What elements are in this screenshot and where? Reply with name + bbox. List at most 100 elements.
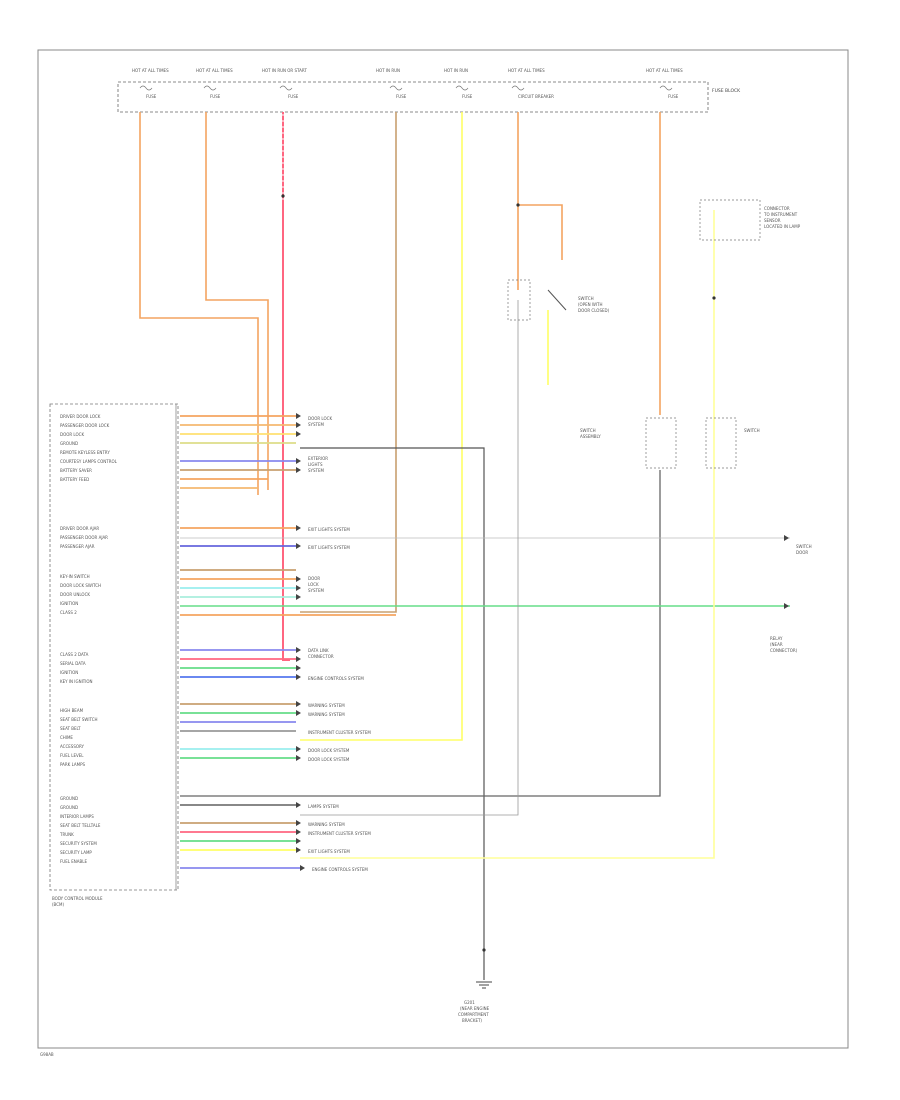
switch-label: DOOR CLOSED) bbox=[578, 308, 610, 313]
component-label: SWITCH bbox=[796, 544, 812, 549]
arrowhead bbox=[296, 701, 301, 707]
fuse-symbol bbox=[203, 85, 217, 91]
fuse-label: FUSE bbox=[668, 94, 679, 99]
arrowhead bbox=[296, 656, 301, 662]
switch-label: ASSEMBLY bbox=[580, 434, 601, 439]
component-label: RELAY bbox=[770, 636, 783, 641]
ground-label: (NEAR ENGINE bbox=[460, 1006, 490, 1011]
arrowhead bbox=[296, 802, 301, 808]
destination-label: INSTRUMENT CLUSTER SYSTEM bbox=[308, 831, 371, 836]
fuse-label: FUSE bbox=[462, 94, 473, 99]
arrowhead bbox=[296, 525, 301, 531]
pin-label: COURTESY LAMPS CONTROL bbox=[60, 459, 118, 464]
arrowhead bbox=[296, 665, 301, 671]
arrowhead bbox=[296, 576, 301, 582]
switch-box bbox=[705, 417, 737, 469]
destination-label: WARNING SYSTEM bbox=[308, 712, 345, 717]
destination-label: EXIT LIGHTS SYSTEM bbox=[308, 849, 350, 854]
wire-orange-2 bbox=[205, 112, 269, 490]
wire-black-to-ground bbox=[300, 447, 485, 980]
destination-label: LIGHTS bbox=[308, 462, 323, 467]
pin-label: REMOTE KEYLESS ENTRY bbox=[60, 450, 110, 455]
fuse-header: HOT AT ALL TIMES bbox=[646, 68, 683, 73]
destination-label: DOOR LOCK bbox=[308, 416, 332, 421]
diagram-frame bbox=[37, 49, 849, 1049]
splice-dot bbox=[712, 296, 716, 300]
pin-label: SEAT BELT bbox=[60, 726, 81, 731]
pin-label: IGNITION bbox=[60, 601, 78, 606]
fuse-symbol bbox=[455, 85, 469, 91]
ground-label: G201 bbox=[464, 1000, 475, 1005]
fuse-label: FUSE bbox=[210, 94, 221, 99]
arrowhead bbox=[784, 603, 789, 609]
destination-label: SYSTEM bbox=[308, 468, 324, 473]
pin-label: DOOR UNLOCK bbox=[60, 592, 90, 597]
wire-yellow-right bbox=[300, 300, 715, 859]
destination-label: LOCK bbox=[308, 582, 319, 587]
arrowhead bbox=[296, 755, 301, 761]
pin-label: BATTERY SAVER bbox=[60, 468, 92, 473]
assembly-label: LOCATED IN LAMP bbox=[764, 224, 801, 229]
destination-label: EXTERIOR bbox=[308, 456, 328, 461]
arrowhead bbox=[296, 467, 301, 473]
pin-label: DRIVER DOOR AJAR bbox=[60, 526, 99, 531]
switch-lever bbox=[547, 289, 567, 311]
fuse-header: HOT AT ALL TIMES bbox=[132, 68, 169, 73]
pin-label: PASSENGER DOOR LOCK bbox=[60, 423, 110, 428]
splice-dot bbox=[281, 194, 285, 198]
fuse-label: CIRCUIT BREAKER bbox=[518, 94, 554, 99]
pin-label: DOOR LOCK SWITCH bbox=[60, 583, 101, 588]
destination-label: DOOR bbox=[308, 576, 320, 581]
ground-symbol bbox=[476, 981, 492, 989]
destination-label: ENGINE CONTROLS SYSTEM bbox=[308, 676, 364, 681]
pin-label: GROUND bbox=[60, 796, 78, 801]
pin-label: KEY IN IGNITION bbox=[60, 679, 93, 684]
fuse-block-label: FUSE BLOCK bbox=[712, 88, 741, 94]
fuse-header: HOT IN RUN bbox=[444, 68, 468, 73]
pin-label: KEY-IN SWITCH bbox=[60, 574, 90, 579]
destination-label: SYSTEM bbox=[308, 422, 324, 427]
fuse-block bbox=[117, 81, 709, 113]
wire-red bbox=[282, 112, 290, 661]
footer-code: G98AB bbox=[40, 1052, 54, 1057]
ground-labels: G201 (NEAR ENGINE COMPARTMENT BRACKET) bbox=[458, 1000, 490, 1023]
wire-orange-cb bbox=[517, 112, 563, 260]
pin-label: SEAT BELT SWITCH bbox=[60, 717, 98, 722]
destination-label: DOOR LOCK SYSTEM bbox=[308, 748, 350, 753]
arrowhead bbox=[296, 710, 301, 716]
arrowhead bbox=[296, 674, 301, 680]
switch-label: SWITCH bbox=[580, 428, 596, 433]
ground-label: BRACKET) bbox=[462, 1018, 482, 1023]
destination-label: WARNING SYSTEM bbox=[308, 703, 345, 708]
splice-dot bbox=[482, 948, 486, 952]
module-title: (BCM) bbox=[52, 902, 64, 907]
fuse-symbol bbox=[659, 85, 673, 91]
fuse-header: HOT AT ALL TIMES bbox=[196, 68, 233, 73]
arrowhead bbox=[296, 820, 301, 826]
fuse-label: FUSE bbox=[288, 94, 299, 99]
splices bbox=[281, 194, 716, 952]
arrowhead bbox=[784, 535, 789, 541]
switch-box bbox=[507, 279, 531, 321]
pin-label: BATTERY FEED bbox=[60, 477, 89, 482]
fuse-symbol bbox=[511, 85, 525, 91]
switch-label: SWITCH bbox=[744, 428, 760, 433]
fuse-label: FUSE bbox=[396, 94, 407, 99]
destination-label: LAMPS SYSTEM bbox=[308, 804, 339, 809]
fuse-symbols bbox=[139, 85, 673, 91]
module-wires bbox=[180, 415, 396, 869]
wire-gray-center bbox=[300, 300, 519, 816]
pin-label: TRUNK bbox=[59, 832, 74, 837]
arrowhead bbox=[300, 865, 305, 871]
pin-label: CHIME bbox=[60, 735, 73, 740]
arrowhead bbox=[296, 647, 301, 653]
destination-label: EXIT LIGHTS SYSTEM bbox=[308, 545, 350, 550]
pin-label: PASSENGER DOOR AJAR bbox=[60, 535, 108, 540]
assembly-label: SENSOR bbox=[764, 218, 781, 223]
component-label: DOOR bbox=[796, 550, 808, 555]
arrowheads bbox=[296, 413, 789, 871]
arrowhead bbox=[296, 422, 301, 428]
destination-label: CONNECTOR bbox=[308, 654, 334, 659]
arrowhead bbox=[296, 594, 301, 600]
